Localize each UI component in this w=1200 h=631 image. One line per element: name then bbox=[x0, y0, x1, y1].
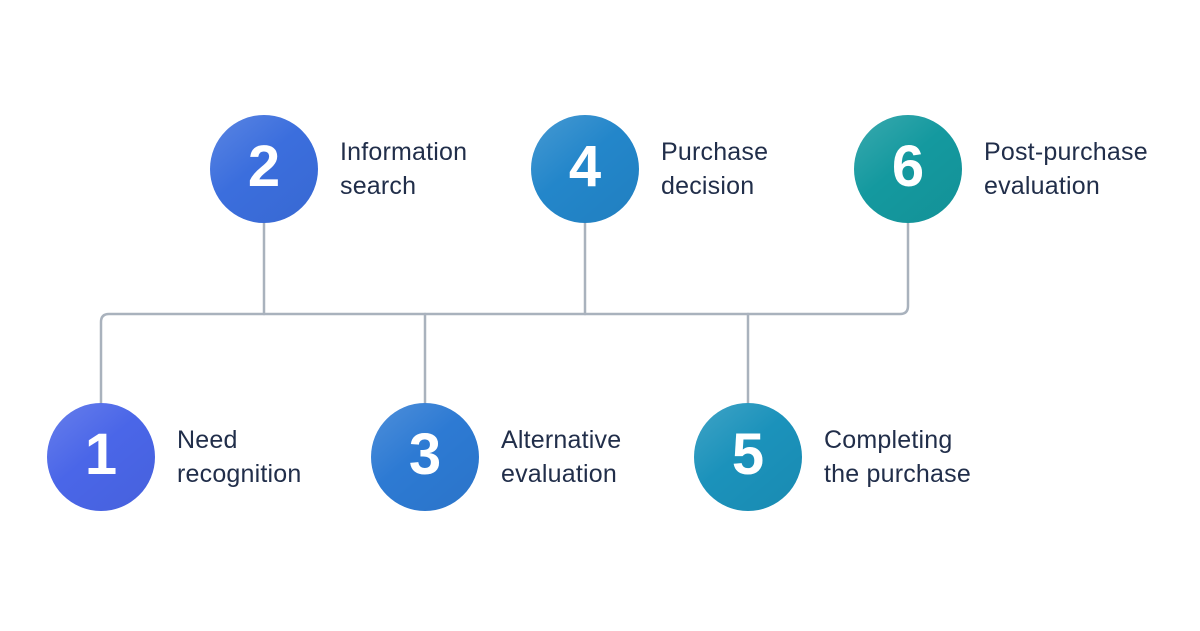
step-3-circle: 3 bbox=[371, 403, 479, 511]
step-3-alternative-evaluation: 3 Alternative evaluation bbox=[371, 403, 621, 511]
step-6-circle: 6 bbox=[854, 115, 962, 223]
step-2-label: Information search bbox=[340, 137, 468, 201]
step-1-number: 1 bbox=[84, 422, 118, 487]
step-1-label: Need recognition bbox=[177, 425, 302, 489]
connector-main-line bbox=[99, 220, 910, 406]
step-6-label: Post-purchase evaluation bbox=[984, 137, 1148, 201]
step-5-number: 5 bbox=[731, 422, 765, 487]
step-2-circle: 2 bbox=[210, 115, 318, 223]
step-3-number: 3 bbox=[408, 422, 442, 487]
step-3-label: Alternative evaluation bbox=[501, 425, 622, 489]
step-4-purchase-decision: 4 Purchase decision bbox=[531, 115, 768, 223]
step-2-information-search: 2 Information search bbox=[210, 115, 467, 223]
step-5-completing-the-purchase: 5 Completing the purchase bbox=[694, 403, 971, 511]
step-5-label: Completing the purchase bbox=[824, 425, 971, 489]
step-6-post-purchase-evaluation: 6 Post-purchase evaluation bbox=[854, 115, 1148, 223]
step-4-label: Purchase decision bbox=[661, 137, 769, 201]
step-4-circle: 4 bbox=[531, 115, 639, 223]
step-1-need-recognition: 1 Need recognition bbox=[47, 403, 302, 511]
step-2-number: 2 bbox=[247, 134, 281, 199]
step-6-number: 6 bbox=[891, 134, 925, 199]
step-4-number: 4 bbox=[568, 134, 602, 199]
step-1-circle: 1 bbox=[47, 403, 155, 511]
step-5-circle: 5 bbox=[694, 403, 802, 511]
